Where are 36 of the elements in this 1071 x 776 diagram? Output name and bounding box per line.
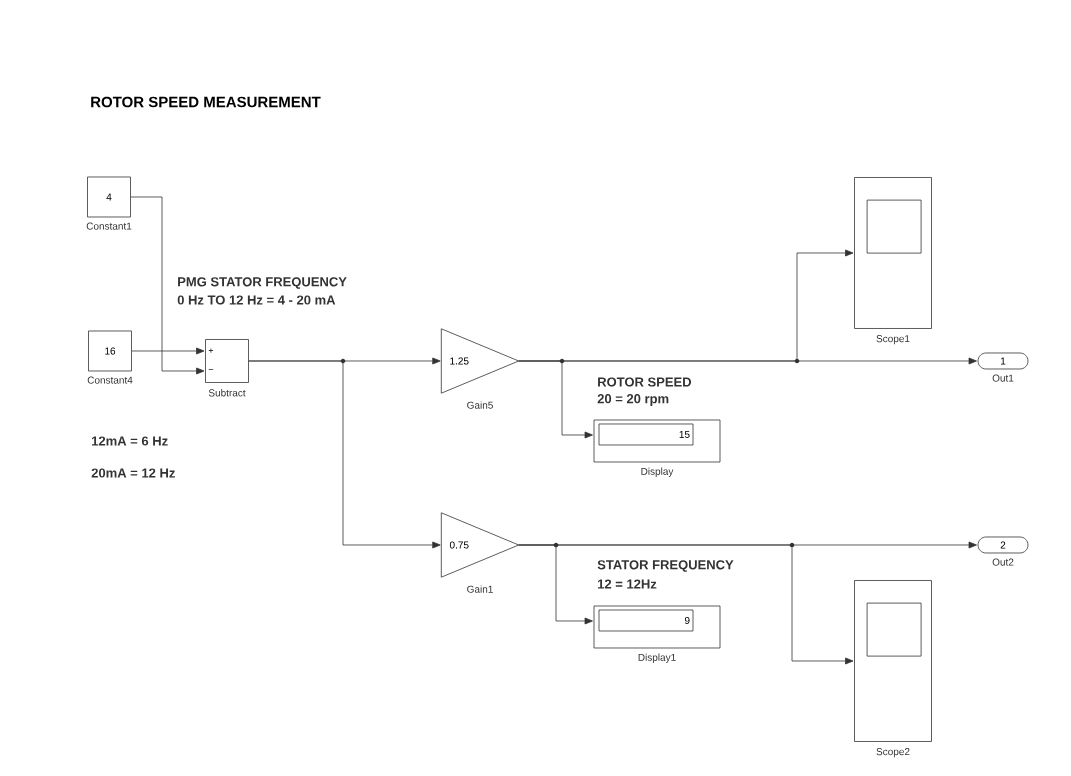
annotation-text: 20mA = 12 Hz	[91, 468, 175, 478]
block-caption: Scope1	[876, 335, 910, 345]
block-caption: Scope2	[876, 748, 910, 758]
constant-block: 16	[88, 330, 132, 372]
block-caption: Constant4	[87, 376, 133, 384]
display-block: 15	[593, 419, 721, 463]
output-port: 2	[977, 536, 1029, 554]
block-caption: Display	[641, 467, 674, 477]
block-caption: Out2	[992, 558, 1014, 566]
annotation-text: 0 Hz TO 12 Hz = 4 - 20 mA	[177, 295, 336, 305]
annotation-text: 12mA = 6 Hz	[92, 436, 168, 446]
arrow	[518, 541, 977, 549]
annotation-text: 12 = 12Hz	[598, 579, 657, 589]
scope-block	[854, 177, 932, 329]
diagram-title: ROTOR SPEED MEASUREMENT	[91, 96, 321, 108]
block-caption: Display1	[638, 653, 676, 663]
constant-block: 4	[87, 176, 131, 218]
block-caption: Constant1	[86, 222, 132, 230]
arrow	[518, 357, 977, 365]
block-caption: Out1	[992, 374, 1014, 382]
arrow	[130, 196, 205, 375]
annotation-text: STATOR FREQUENCY	[597, 560, 734, 572]
gain-triangle: 1.25	[440, 328, 520, 394]
arrow	[248, 360, 441, 549]
block-caption: Gain5	[467, 401, 493, 409]
annotation-text: ROTOR SPEED	[598, 377, 692, 387]
block-caption: Gain1	[467, 585, 493, 593]
scope-block	[854, 580, 932, 742]
subtract-block: + −	[205, 339, 249, 383]
block-caption: Subtract	[208, 389, 246, 397]
output-port: 1	[977, 352, 1029, 370]
annotation-text: PMG STATOR FREQUENCY	[178, 277, 347, 289]
gain-triangle: 0.75	[440, 512, 520, 578]
arrow	[131, 347, 205, 355]
annotation-text: 20 = 20 rpm	[597, 394, 669, 406]
display-block: 9	[593, 605, 721, 649]
